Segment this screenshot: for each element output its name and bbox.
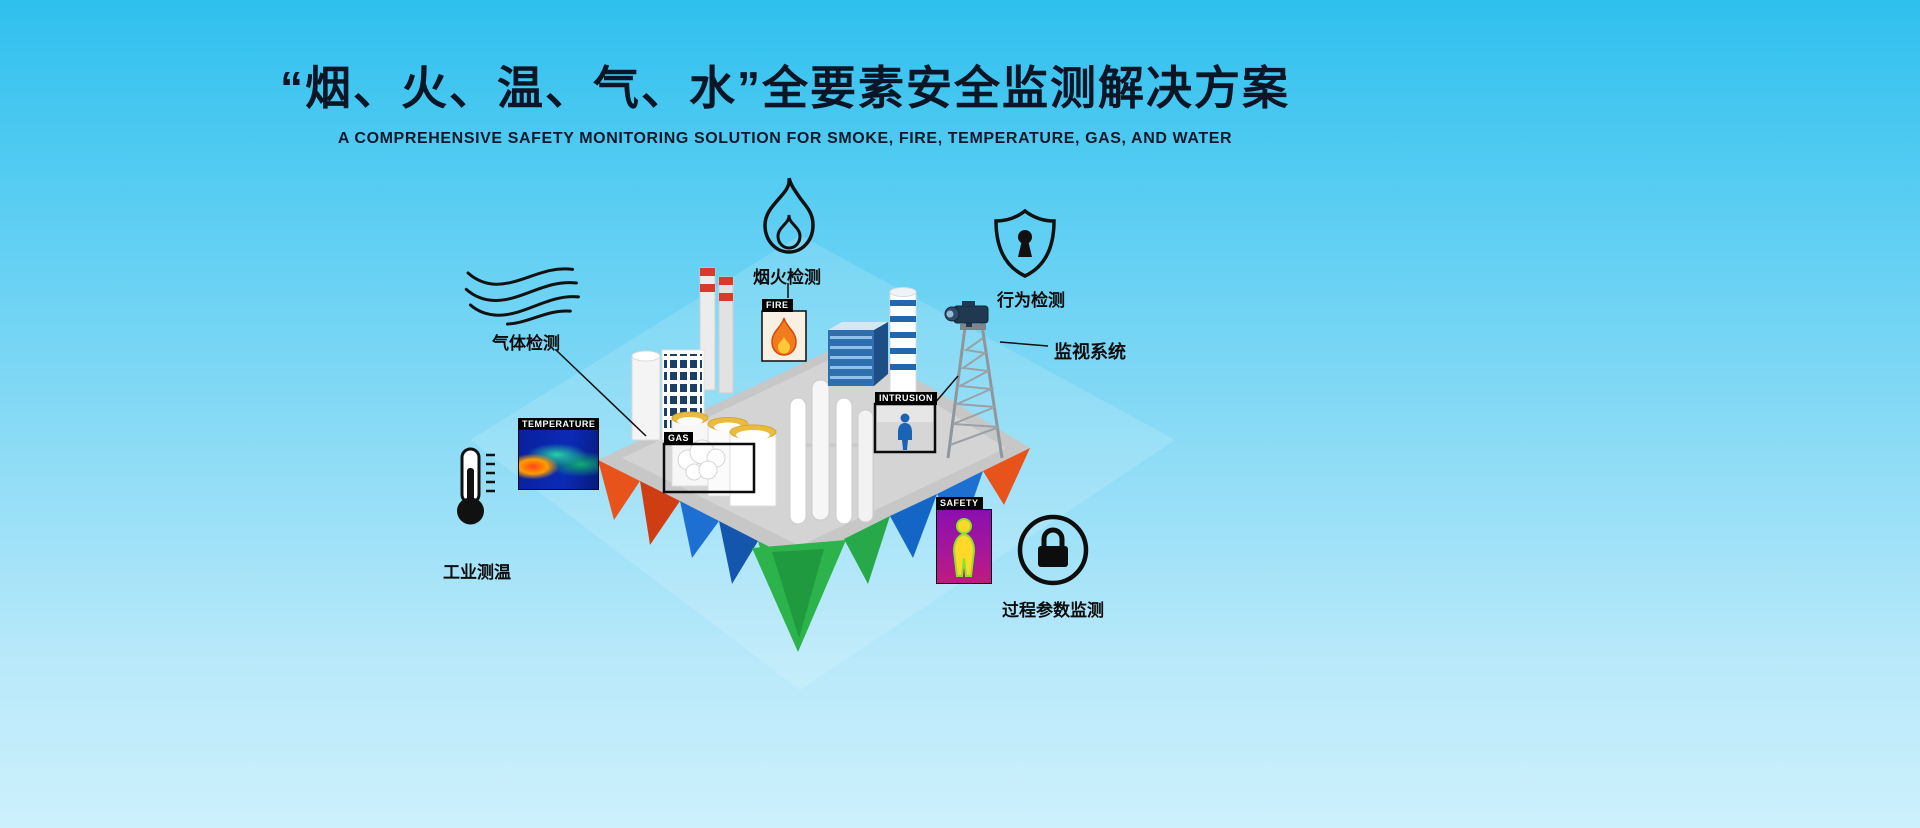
distillation-columns	[789, 379, 874, 525]
callout-lines	[555, 283, 1049, 437]
intrusion-detection-box	[873, 402, 937, 454]
gas-detection-box	[662, 442, 756, 494]
surveillance-tower	[946, 311, 1004, 459]
surveillance-camera-icon	[944, 301, 989, 327]
label-smoke-fire-detection: 烟火检测	[753, 268, 821, 287]
lock-circle-icon	[1017, 514, 1089, 586]
safety-thermal-image	[936, 509, 992, 584]
scene-tag-gas: GAS	[664, 432, 694, 445]
smoke-waves-icon	[464, 267, 580, 326]
scene-tag-temperature: TEMPERATURE	[518, 418, 600, 431]
thermometer-icon	[457, 447, 495, 525]
page-title: “烟、火、温、气、水”全要素安全监测解决方案	[280, 62, 1290, 114]
striped-tower	[889, 287, 917, 393]
scene-tag-intrusion: INTRUSION	[875, 392, 937, 405]
label-behavior-detection: 行为检测	[997, 291, 1065, 310]
temperature-thermal-image	[518, 429, 599, 490]
gas-smoke-puffs	[677, 439, 726, 481]
person-icon	[898, 413, 912, 450]
thermal-person-silhouette	[952, 518, 976, 577]
fire-detection-box	[761, 310, 807, 362]
label-gas-detection: 气体检测	[492, 334, 560, 353]
label-industrial-temperature: 工业测温	[443, 563, 511, 582]
shield-keyhole-icon	[994, 208, 1056, 278]
hero-header: “烟、火、温、气、水”全要素安全监测解决方案 A COMPREHENSIVE S…	[0, 52, 1570, 148]
flame-outline-icon	[763, 177, 815, 254]
chimneys	[699, 267, 734, 394]
blue-office-building	[828, 322, 888, 386]
scene-tag-fire: FIRE	[762, 299, 793, 312]
label-surveillance-system: 监视系统	[1054, 342, 1126, 362]
page-subtitle: A COMPREHENSIVE SAFETY MONITORING SOLUTI…	[337, 130, 1233, 147]
label-process-parameter-monitoring: 过程参数监测	[1002, 601, 1104, 620]
scene-tag-safety: SAFETY	[936, 497, 983, 510]
